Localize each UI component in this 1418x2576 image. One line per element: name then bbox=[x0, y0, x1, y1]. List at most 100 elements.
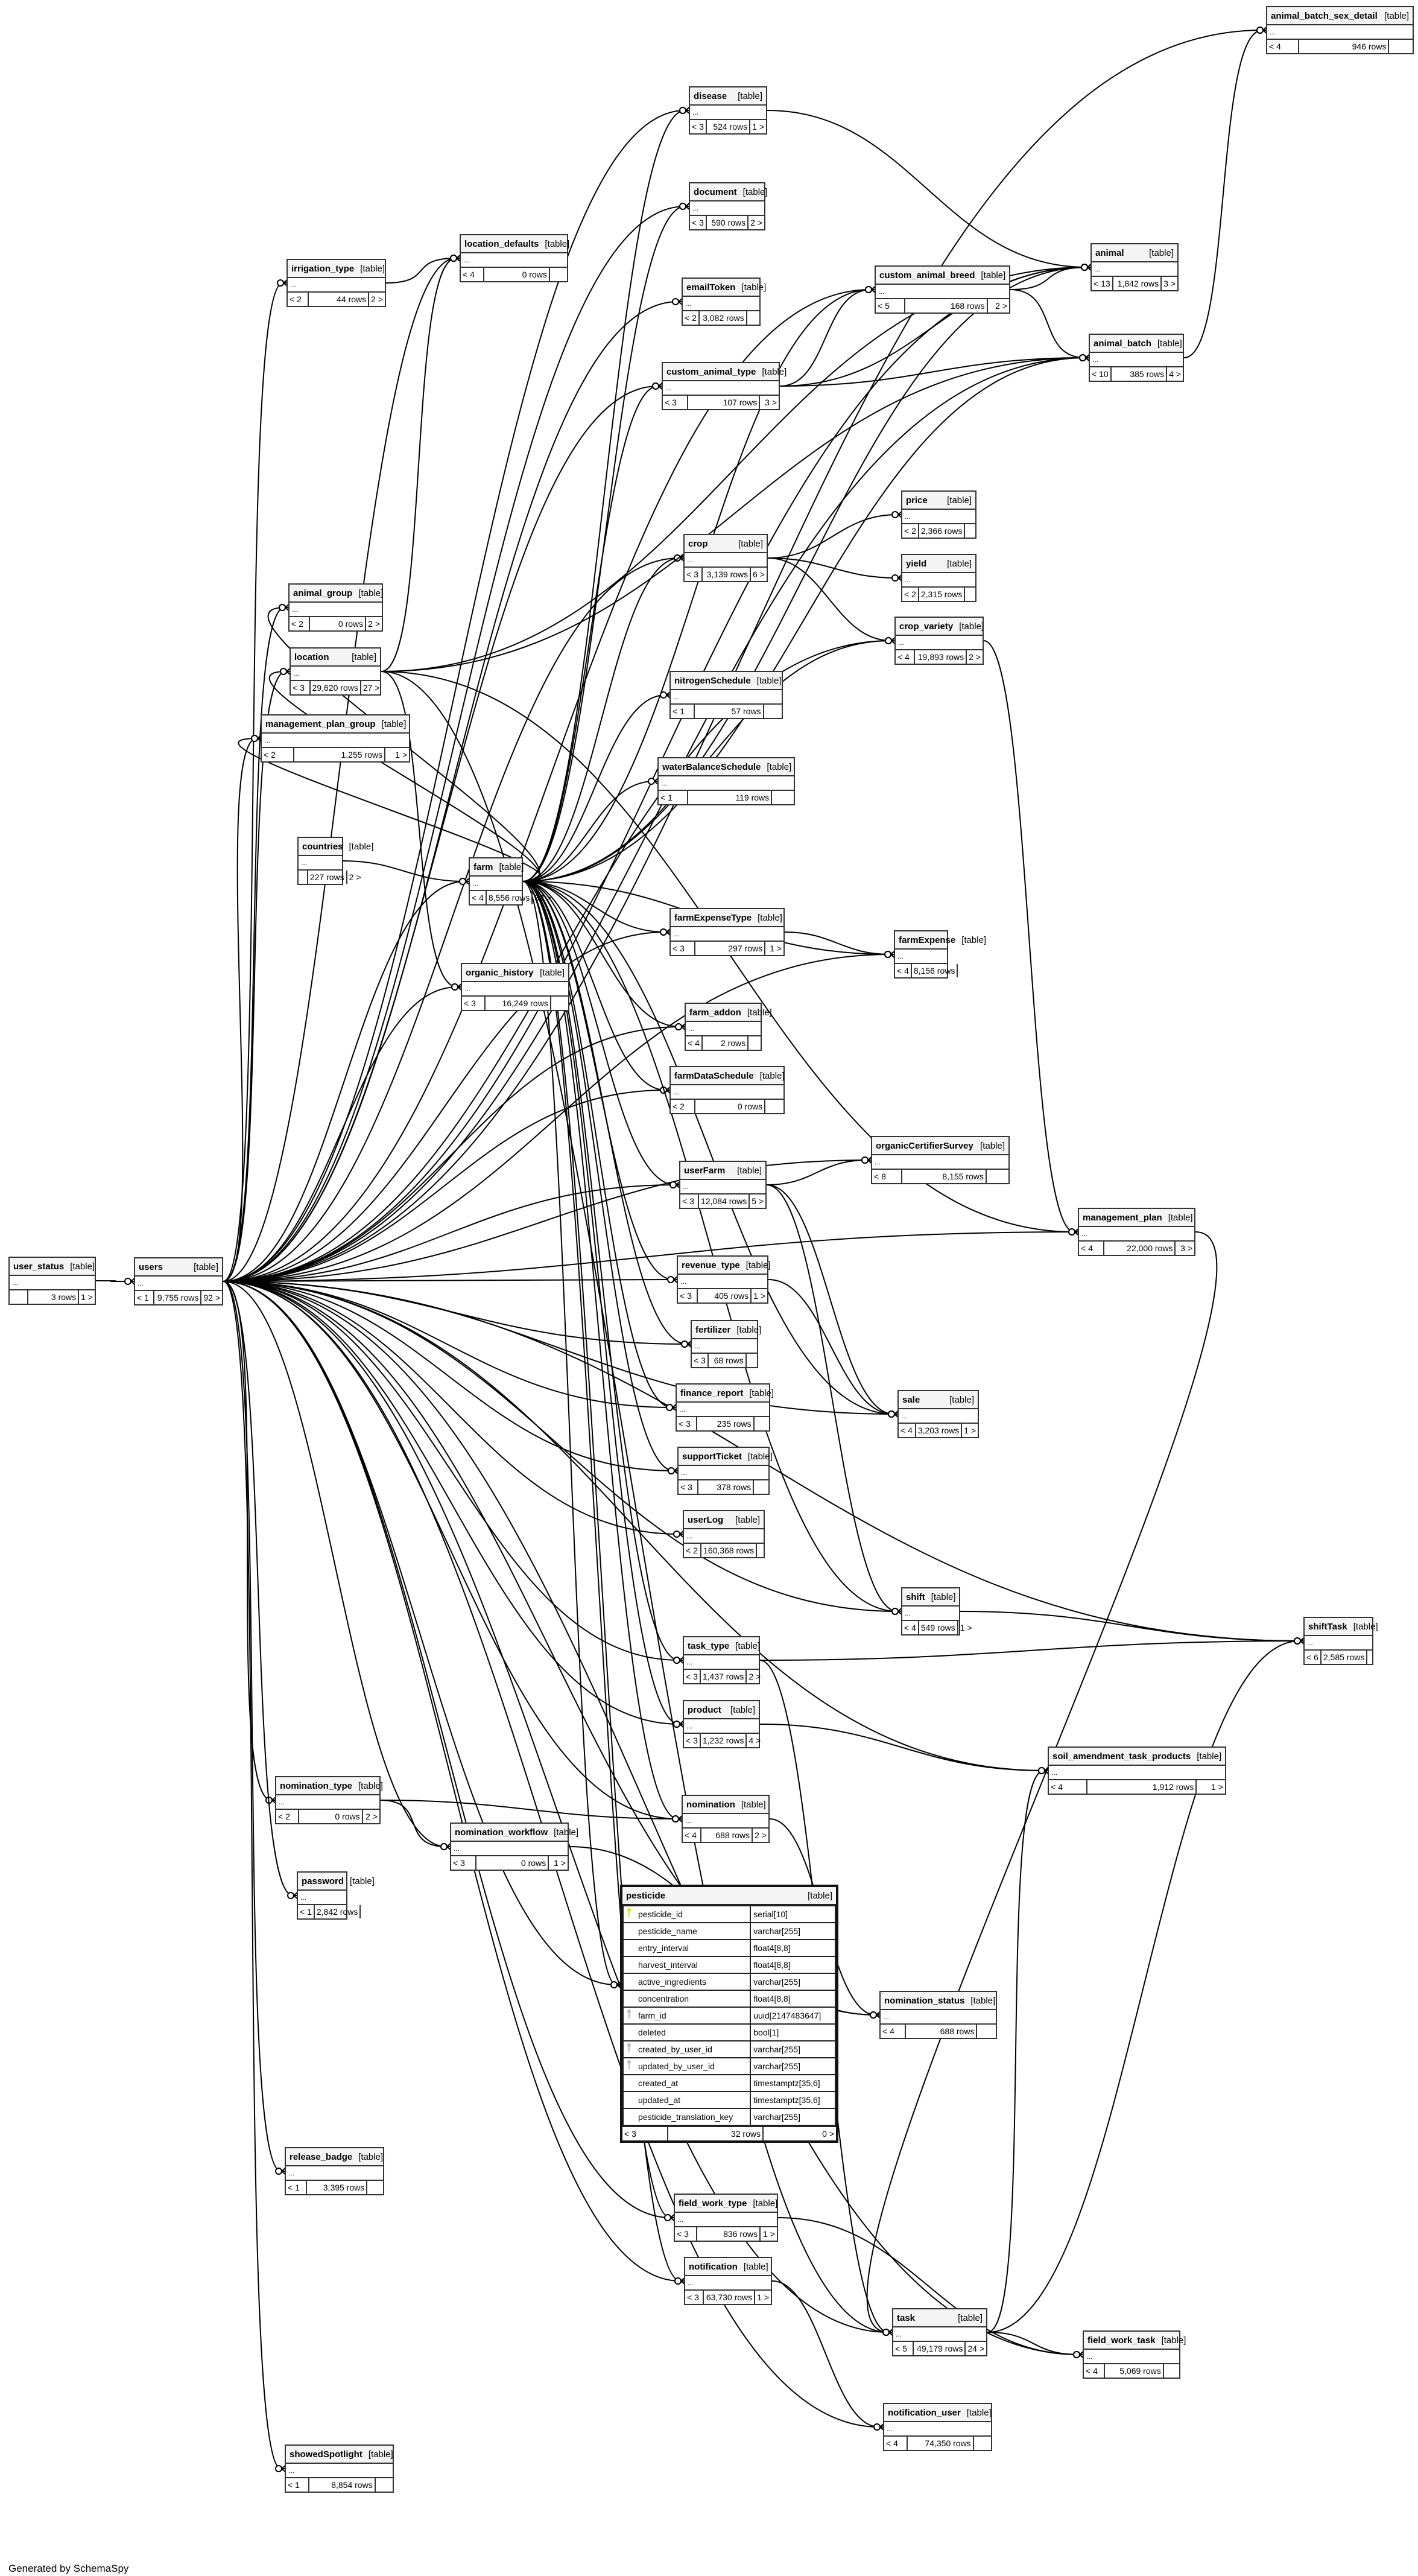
children-link[interactable]: 1 > bbox=[1211, 1782, 1223, 1792]
parents-link[interactable]: < 4 bbox=[884, 2437, 908, 2450]
children-link[interactable]: 2 > bbox=[371, 294, 383, 304]
parents-link[interactable]: < 3 bbox=[678, 1289, 698, 1302]
children-link[interactable] bbox=[551, 997, 568, 1010]
parents-link[interactable]: < 3 bbox=[291, 681, 311, 694]
parents-link[interactable]: < 4 bbox=[902, 1621, 919, 1634]
parents-link[interactable]: < 3 bbox=[675, 2227, 698, 2241]
parents-link[interactable]: < 4 bbox=[683, 1829, 702, 1842]
children-link[interactable] bbox=[747, 1354, 757, 1367]
parents-link[interactable]: < 2 bbox=[276, 1810, 299, 1823]
parents-link[interactable]: < 3 bbox=[679, 1480, 698, 1494]
parents-link[interactable]: < 4 bbox=[1084, 2364, 1105, 2378]
parents-link[interactable]: < 3 bbox=[680, 1194, 700, 1208]
children-link[interactable]: 2 > bbox=[750, 218, 762, 227]
parents-link[interactable]: < 8 bbox=[872, 1170, 902, 1183]
parents-link[interactable]: < 1 bbox=[286, 2478, 309, 2492]
children-link[interactable]: 32 > bbox=[534, 893, 551, 903]
children-link[interactable] bbox=[755, 1417, 769, 1430]
parents-link[interactable]: < 2 bbox=[290, 617, 310, 630]
parents-link[interactable]: < 10 bbox=[1090, 367, 1112, 381]
children-link[interactable]: 27 > bbox=[362, 683, 380, 693]
parents-link[interactable]: < 13 bbox=[1092, 277, 1113, 290]
parents-link[interactable]: < 3 bbox=[462, 997, 486, 1010]
children-link[interactable]: 5 > bbox=[752, 1196, 764, 1206]
children-link[interactable] bbox=[965, 524, 976, 538]
children-link[interactable]: 1 > bbox=[753, 1291, 765, 1301]
parents-link[interactable]: < 4 bbox=[896, 650, 915, 664]
parents-link[interactable]: < 3 bbox=[684, 1734, 701, 1747]
parents-link[interactable]: < 4 bbox=[686, 1036, 703, 1050]
children-link[interactable]: 1 > bbox=[770, 944, 782, 953]
parents-link[interactable]: < 6 bbox=[1305, 1651, 1321, 1664]
parents-link[interactable]: < 1 bbox=[671, 705, 695, 718]
children-link[interactable] bbox=[974, 2437, 991, 2450]
children-link[interactable] bbox=[1389, 40, 1413, 53]
parents-link[interactable]: < 1 bbox=[659, 791, 689, 804]
children-link[interactable]: 2 > bbox=[995, 301, 1007, 311]
children-link[interactable]: 2 > bbox=[349, 872, 361, 882]
parents-link[interactable]: < 2 bbox=[288, 293, 309, 306]
children-link[interactable]: 6 > bbox=[753, 569, 765, 579]
parents-link[interactable]: < 3 bbox=[622, 2127, 668, 2140]
children-link[interactable] bbox=[1367, 1651, 1378, 1664]
children-link[interactable]: 1 > bbox=[81, 1292, 93, 1302]
children-link[interactable]: 1 > bbox=[757, 2292, 769, 2302]
children-link[interactable] bbox=[772, 791, 794, 804]
children-link[interactable]: 3 > bbox=[765, 398, 777, 407]
parents-link[interactable]: < 2 bbox=[683, 311, 700, 325]
parents-link[interactable]: < 3 bbox=[690, 120, 707, 133]
parents-link[interactable]: < 4 bbox=[881, 2025, 907, 2038]
parents-link[interactable]: < 1 bbox=[286, 2181, 308, 2194]
children-link[interactable] bbox=[749, 1036, 761, 1050]
children-link[interactable]: 2 > bbox=[755, 1830, 767, 1840]
parents-link[interactable]: < 1 bbox=[298, 1905, 315, 1918]
parents-link[interactable]: < 4 bbox=[899, 1424, 916, 1437]
children-link[interactable]: 4 > bbox=[1169, 369, 1181, 379]
children-link[interactable] bbox=[1164, 2364, 1179, 2378]
parents-link[interactable]: < 3 bbox=[677, 1417, 697, 1430]
children-link[interactable] bbox=[958, 964, 966, 977]
children-link[interactable]: 2 > bbox=[368, 619, 380, 629]
children-link[interactable]: 2 > bbox=[366, 1812, 378, 1821]
